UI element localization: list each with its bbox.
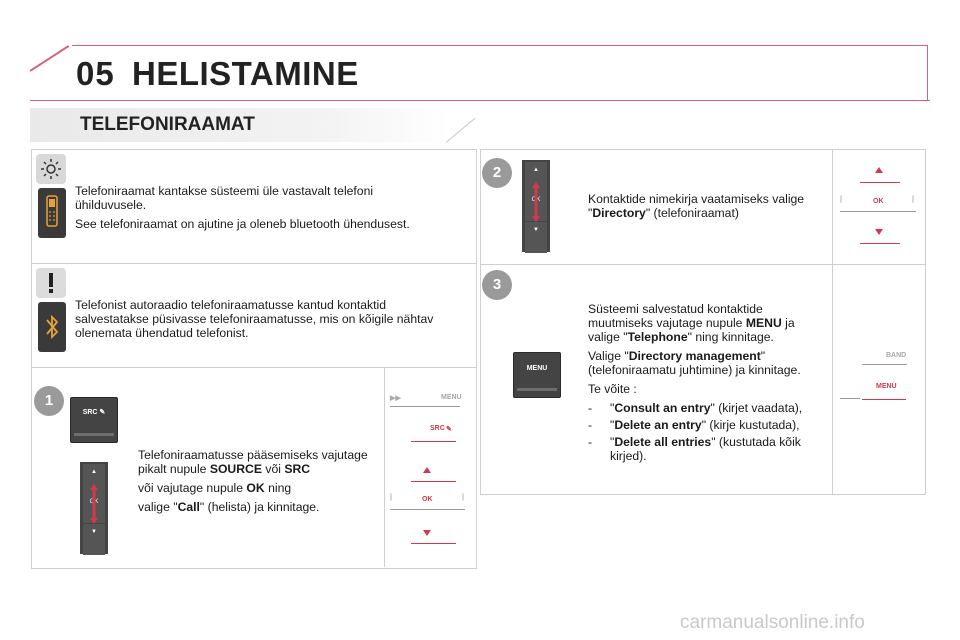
phone-icon [38,188,66,238]
panel-2-ok-label: OK [873,198,884,205]
step-2-badge: 2 [482,158,512,188]
panel-1-up-line [411,481,456,483]
nav-key-column-1: ▲ OK ▼ [80,462,108,555]
section-slant [445,117,476,143]
step-3-text: Süsteemi salvestatud kontaktide muutmise… [588,302,824,463]
step-3-option-1: -"Consult an entry" (kirjet vaadata), [588,401,803,415]
red-arrow-1 [90,484,98,524]
header-right-rule [927,45,928,101]
panel-3-menu-grey [840,398,860,399]
warning-text: Telefonist autoraadio telefoniraamatusse… [75,298,434,340]
bluetooth-icon [38,302,66,352]
src-key-label: SRC [82,409,98,416]
step-1-line-3: valige "Call" (helista) ja kinnitage. [138,500,320,514]
step-3-option-2: -"Delete an entry" (kirje kustutada), [588,418,800,432]
panel-2-up-arrow [875,167,883,173]
panel-1-up-arrow [423,467,431,473]
panel-2-down-arrow [875,229,883,235]
panel-3-band-label: BAND [886,352,907,359]
panel-1-ok-tick-r: | [462,494,464,501]
step-3-option-3: -"Delete all entries" (kustutada kõik ki… [588,435,801,463]
lightbulb-badge [36,154,66,184]
tip-line-2: See telefoniraamat on ajutine ja oleneb … [75,217,410,231]
step-2-text: Kontaktide nimekirja vaatamiseks valige … [588,192,805,220]
header-rule [30,100,930,101]
menu-key-label: MENU [526,365,548,372]
section-band [30,108,450,142]
panel-2-ok-line [840,211,916,212]
footer-watermark: carmanualsonline.info [680,612,865,633]
panel-2-ok-tick-r: | [912,196,914,203]
left-inner-divider [384,367,385,567]
step-1-badge: 1 [34,386,64,416]
panel-2-down-line [860,243,900,245]
section-title: TELEFONIRAAMAT [80,114,255,135]
panel-1-ok-line [390,509,465,510]
left-divider-1 [31,263,476,264]
exclamation-badge [36,268,66,298]
right-panel [480,149,926,495]
header-top-rule [72,45,928,46]
panel-1-src-line [411,441,456,443]
panel-3-menu-line [862,399,906,401]
chapter-number: 05 [76,55,115,92]
step-3-badge: 3 [482,270,512,300]
tip-line-1: Telefoniraamat kantakse süsteemi üle vas… [75,184,374,212]
panel-3-band-line [862,364,907,365]
panel-1-skip-icon: ▶▶ [390,395,401,402]
right-divider [480,264,925,265]
panel-2-up-line [860,182,900,184]
panel-1-down-arrow [423,530,431,536]
header-slant-rule [29,45,69,72]
chapter-title: HELISTAMINE [132,55,359,92]
lightbulb-icon [41,159,61,179]
right-inner-divider [832,149,833,494]
step-3-para-2: Valige "Directory management" (telefonir… [588,349,801,377]
left-divider-2 [31,367,476,368]
panel-1-ok-label: OK [422,496,433,503]
panel-3-menu-label: MENU [876,383,897,390]
panel-1-src-label: SRC [430,425,445,432]
exclamation-icon [49,273,53,293]
nav-key-column-2: ▲ OK ▼ [522,160,550,253]
step-1-text: Telefoniraamatusse pääsemiseks vajutage … [138,448,378,519]
step-1-line-2: või vajutage nupule OK ning [138,481,292,495]
menu-key: MENU [513,352,561,398]
panel-1-src-glyph: ✎ [446,426,452,433]
tip-text: Telefoniraamat kantakse süsteemi üle vas… [75,184,435,236]
panel-1-ok-tick-l: | [390,494,392,501]
panel-1-down-line [411,543,456,545]
red-arrow-2 [532,182,540,222]
panel-2-ok-tick-l: | [840,196,842,203]
step-3-para-1: Süsteemi salvestatud kontaktide muutmise… [588,302,795,344]
panel-1-line-a [390,406,460,407]
panel-1-menu-label: MENU [441,394,462,401]
step-1-line-1: Telefoniraamatusse pääsemiseks vajutage … [138,448,368,476]
step-3-para-3: Te võite : [588,382,637,396]
src-key: SRC ✎ [70,397,118,443]
